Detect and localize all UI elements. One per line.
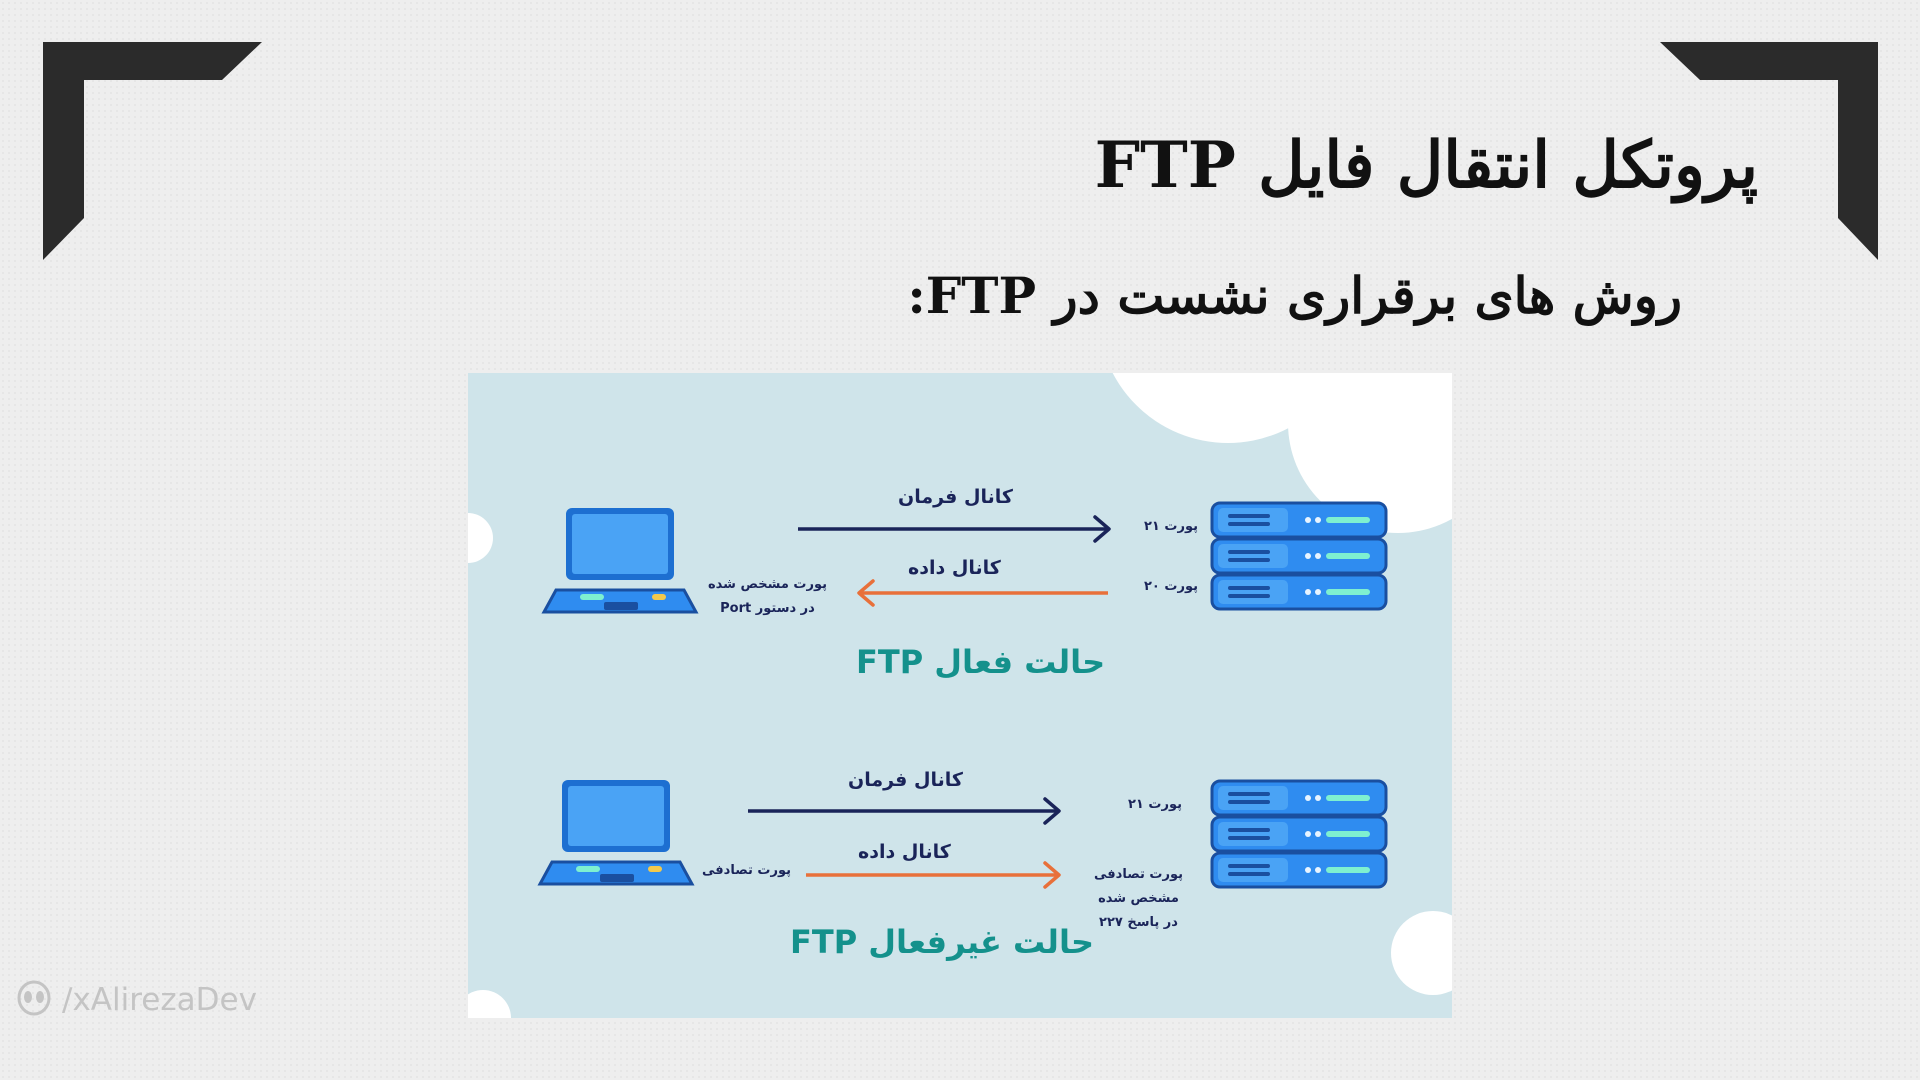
client-laptop-icon <box>542 506 698 614</box>
server-rack-icon <box>1210 779 1388 889</box>
decor-dot <box>468 990 511 1018</box>
slide-subtitle: روش های برقراری نشست در FTP: <box>907 266 1682 325</box>
command-channel-arrowhead <box>1043 797 1061 825</box>
active-command-channel-label: کانال فرمان <box>898 486 1013 508</box>
watermark: /xAlirezaDev <box>14 980 257 1020</box>
diagram-graphics <box>468 373 1452 1018</box>
active-data-channel-label: کانال داده <box>908 557 1001 579</box>
active-client-port-label: پورت مشخص شده در دستور Port <box>708 573 827 621</box>
passive-command-channel-label: کانال فرمان <box>848 769 963 791</box>
active-server-port-data: پورت ۲۰ <box>1144 579 1198 594</box>
active-server-port-command: پورت ۲۱ <box>1144 519 1198 534</box>
client-laptop-icon <box>538 778 694 886</box>
passive-client-port-label: پورت تصادفی <box>702 863 792 878</box>
passive-server-port-line3: در پاسخ ۲۲۷ <box>1099 915 1178 930</box>
data-channel-arrowhead <box>857 579 875 607</box>
corner-frame-top-left <box>43 42 1878 260</box>
passive-mode-label: حالت غیرفعال FTP <box>790 923 1095 961</box>
active-mode-label: حالت فعال FTP <box>856 643 1106 681</box>
ftp-modes-diagram: کانال فرمان کانال داده پورت ۲۱ پورت ۲۰ پ… <box>468 373 1452 1018</box>
passive-server-port-line2: مشخص شده <box>1098 891 1179 906</box>
passive-server-port-line1: پورت تصادفی <box>1094 867 1184 882</box>
corner-frame-top-left-shape <box>43 42 262 260</box>
corner-frame-top-right-shape <box>1660 42 1878 260</box>
slide-title: پروتکل انتقال فایل FTP <box>1094 128 1758 203</box>
passive-server-port-command: پورت ۲۱ <box>1128 797 1182 812</box>
watermark-handle: /xAlirezaDev <box>62 982 257 1018</box>
decor-cloud <box>1288 373 1452 533</box>
decor-dot <box>468 513 493 563</box>
active-client-port-line2: در دستور Port <box>720 601 815 616</box>
data-channel-arrowhead <box>1043 861 1061 889</box>
passive-server-port-label: پورت تصادفی مشخص شده در پاسخ ۲۲۷ <box>1094 863 1183 935</box>
decor-cloud <box>1112 373 1344 443</box>
server-rack-icon <box>1210 501 1388 611</box>
decor-dot <box>1391 911 1452 995</box>
command-channel-arrowhead <box>1093 515 1111 543</box>
passive-data-channel-label: کانال داده <box>858 841 951 863</box>
alien-logo-icon <box>17 980 51 1016</box>
active-client-port-line1: پورت مشخص شده <box>708 577 827 592</box>
